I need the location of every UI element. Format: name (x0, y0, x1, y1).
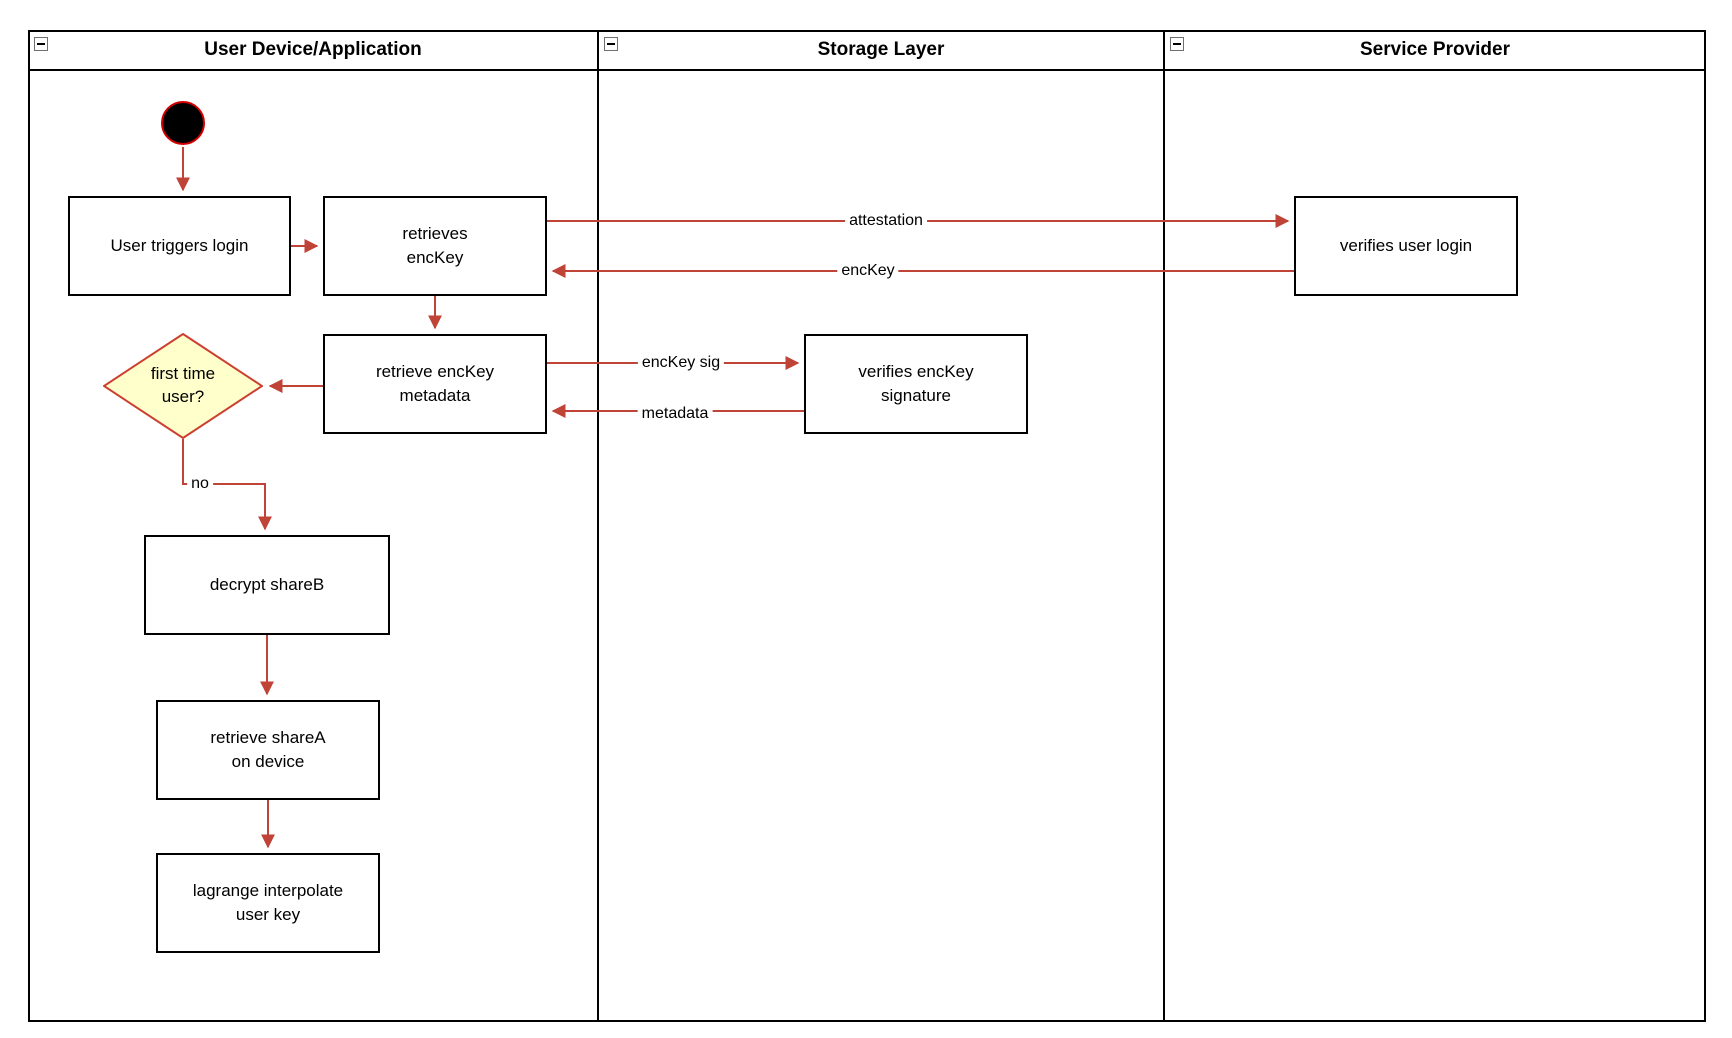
node-decrypt-shareb: decrypt shareB (144, 535, 390, 635)
edge-label-no: no (187, 475, 213, 493)
node-verifies-enckey-signature: verifies encKey signature (804, 334, 1028, 434)
decision-label: first time user? (150, 364, 216, 406)
node-retrieve-sharea-on-device: retrieve shareA on device (156, 700, 380, 800)
node-retrieves-enckey: retrieves encKey (323, 196, 547, 296)
start-node (161, 101, 205, 145)
minus-icon (1173, 43, 1181, 45)
lane-title-storage-layer: Storage Layer (817, 39, 945, 60)
node-retrieve-enckey-metadata: retrieve encKey metadata (323, 334, 547, 434)
edge-label-enckey-sig: encKey sig (637, 354, 725, 372)
collapse-lane-user-device-button[interactable] (34, 37, 48, 51)
edge-label-enckey: encKey (837, 262, 899, 280)
minus-icon (607, 43, 615, 45)
decision-first-time-user: first time user? (103, 333, 263, 439)
lane-divider-1 (597, 30, 599, 1022)
edge-label-metadata: metadata (637, 405, 713, 423)
lane-header-separator (28, 69, 1706, 71)
node-verifies-user-login: verifies user login (1294, 196, 1518, 296)
minus-icon (37, 43, 45, 45)
arrow-decision-no-to-decrypt-shareb (182, 439, 272, 531)
lane-divider-2 (1163, 30, 1165, 1022)
lane-title-service-provider: Service Provider (1360, 39, 1510, 60)
collapse-lane-service-provider-button[interactable] (1170, 37, 1184, 51)
node-user-triggers-login: User triggers login (68, 196, 291, 296)
lane-title-user-device-application: User Device/Application (204, 39, 422, 60)
decision-shape (103, 333, 263, 439)
collapse-lane-storage-layer-button[interactable] (604, 37, 618, 51)
node-lagrange-interpolate-user-key: lagrange interpolate user key (156, 853, 380, 953)
edge-label-attestation: attestation (845, 212, 927, 230)
